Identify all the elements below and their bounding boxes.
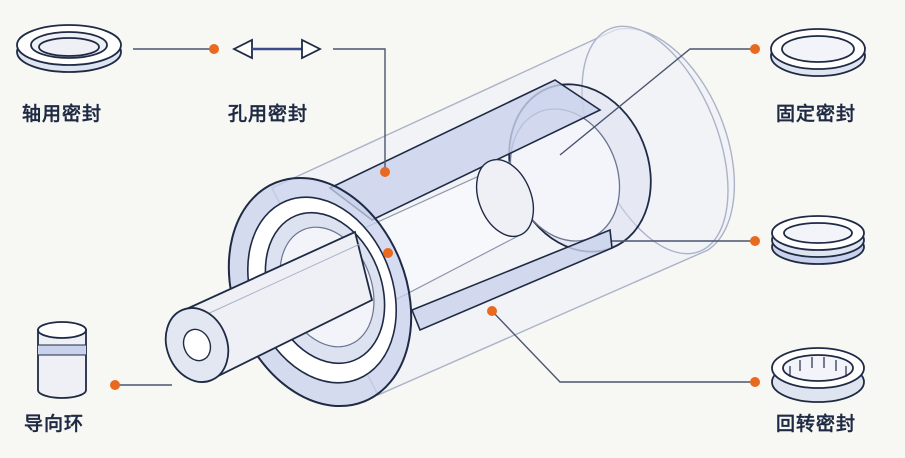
cylinder-assembly (164, 25, 736, 408)
guide-cylinder-icon (37, 321, 87, 399)
rod-end-center (182, 328, 212, 362)
callout-dots (110, 44, 760, 390)
dot-middle-seal (750, 236, 760, 246)
dot-static-seal (750, 44, 760, 54)
dot-bore-seal (380, 167, 390, 177)
dot-shaft-seal (209, 44, 219, 54)
flat-ring-icon (770, 28, 866, 77)
bore-seal-label: 孔用密封 (228, 103, 309, 125)
dot-gland (383, 248, 393, 258)
bore-seal-band-bottom (410, 228, 613, 332)
ring-seal-icon (16, 24, 122, 73)
shaft-seal-label: 轴用密封 (22, 103, 103, 125)
leader-static-seal (559, 48, 755, 156)
rotary-seal-label: 回转密封 (776, 413, 857, 435)
leader-rotary-seal (491, 310, 755, 383)
leader-lines (115, 48, 755, 386)
static-seal-label: 固定密封 (776, 103, 857, 125)
piston-rod-highlight (189, 243, 361, 323)
inner-tube-end (475, 158, 535, 238)
dot-rotary-inner (487, 306, 497, 316)
grooved-ring-icon (771, 215, 865, 265)
guide-ring-label: 导向环 (24, 413, 85, 435)
dot-guide-ring (110, 380, 120, 390)
slotted-ring-icon (771, 347, 865, 403)
double-arrow-icon (231, 38, 323, 60)
leader-bore-seal (333, 48, 386, 172)
dot-rotary-seal (750, 377, 760, 387)
